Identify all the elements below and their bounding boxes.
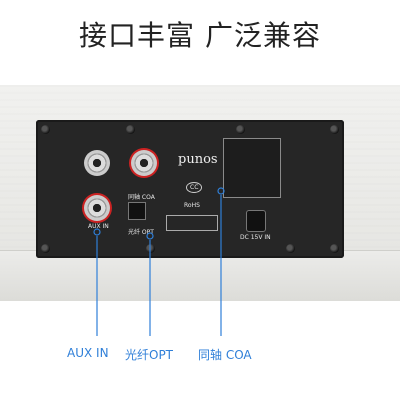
screw-icon <box>126 125 135 134</box>
rohs-mark: RoHS <box>184 202 200 209</box>
screw-icon <box>286 244 295 253</box>
cc-mark: CC <box>186 182 203 193</box>
aux-callout-dot <box>93 228 101 236</box>
headline: 接口丰富 广泛兼容 <box>79 19 321 52</box>
screw-icon <box>330 125 339 134</box>
screw-icon <box>236 125 245 134</box>
dc-power-jack[interactable] <box>246 210 266 232</box>
dc-label: DC 15V IN <box>240 234 271 241</box>
optical-port[interactable] <box>128 202 146 220</box>
brand-logo: punos <box>178 152 218 167</box>
opt-callout-label: 光纤OPT <box>125 348 174 362</box>
coax-jack[interactable] <box>131 150 157 176</box>
rear-io-panel: AUX IN 同轴 COA 光纤 OPT punos CC RoHS DC 15… <box>36 120 344 258</box>
soundbar-lower-edge <box>0 250 400 301</box>
coax-label: 同轴 COA <box>128 194 155 201</box>
rca-jack-white-upper[interactable] <box>84 150 110 176</box>
opt-callout-dot <box>146 232 154 240</box>
aux-in-jack[interactable] <box>84 195 110 221</box>
aux-callout-label: AUX IN <box>67 346 109 360</box>
spec-plate <box>223 138 281 198</box>
aux-in-label: AUX IN <box>88 223 109 230</box>
screw-icon <box>41 125 50 134</box>
optical-label: 光纤 OPT <box>128 229 154 236</box>
warning-plate <box>166 215 218 231</box>
coa-callout-dot <box>217 187 225 195</box>
screw-icon <box>330 244 339 253</box>
screw-icon <box>41 244 50 253</box>
coa-callout-label: 同轴 COA <box>198 348 252 362</box>
